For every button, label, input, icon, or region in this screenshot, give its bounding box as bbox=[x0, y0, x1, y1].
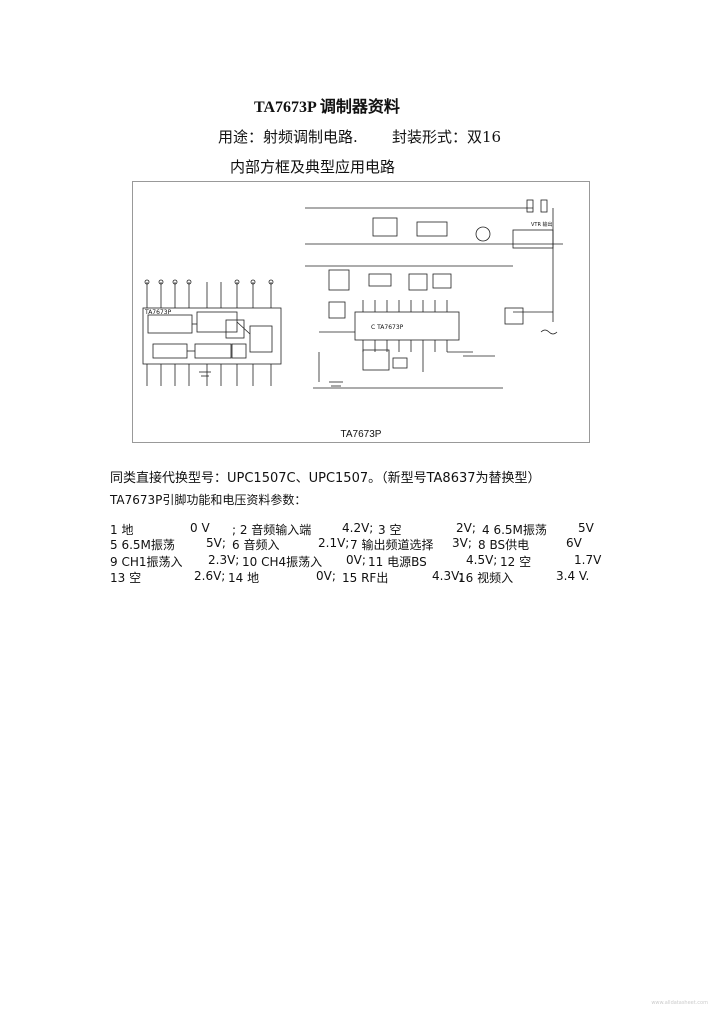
pin-8-value: 6V bbox=[566, 536, 582, 550]
ic-label: C TA7673P bbox=[371, 324, 404, 331]
block-diagram-outline bbox=[142, 307, 282, 365]
figure-caption: TA7673P bbox=[340, 429, 382, 440]
equivalent-models: 同类直接代换型号：UPC1507C、UPC1507。（新型号TA8637为替换型… bbox=[110, 471, 541, 486]
pin-9-label: 9 CH1振荡入 bbox=[110, 555, 183, 569]
pin-3-value: 2V; bbox=[456, 521, 476, 535]
circuit-diagram: TA7673P bbox=[142, 199, 563, 389]
pin-11-label: 11 电源BS bbox=[368, 555, 427, 569]
pin-6-label: 6 音频入 bbox=[232, 538, 280, 552]
pin-15-value: 4.3V; bbox=[432, 569, 464, 583]
block-rf-amp bbox=[249, 325, 273, 353]
pin-5-value: 5V; bbox=[206, 536, 226, 550]
block-video-clamp bbox=[147, 314, 193, 334]
pin-4-value: 5V bbox=[578, 521, 594, 535]
ic-body bbox=[354, 311, 460, 341]
pin-10-label: 10 CH4振荡入 bbox=[242, 555, 323, 569]
circuit-figure: TA7673P bbox=[132, 181, 590, 443]
pin-12-value: 1.7V bbox=[574, 553, 602, 567]
pin-9-value: 2.3V; bbox=[208, 553, 240, 567]
pin-16-label: 16 视频入 bbox=[458, 571, 514, 585]
block-diagram-title: TA7673P bbox=[144, 309, 172, 316]
package-line: 封装形式：双16 bbox=[392, 128, 502, 146]
pin-10-value: 0V; bbox=[346, 553, 366, 567]
figure-heading: 内部方框及典型应用电路 bbox=[230, 158, 396, 176]
pin-6-value: 2.1V; bbox=[318, 536, 350, 550]
pin-11-value: 4.5V; bbox=[466, 553, 498, 567]
pin-14-value: 0V; bbox=[316, 569, 336, 583]
block-rf-mod bbox=[225, 319, 245, 339]
block-audio-mod bbox=[194, 343, 232, 359]
pin-2-label: ; 2 音频输入端 bbox=[232, 523, 312, 537]
watermark: www.alldatasheet.com bbox=[651, 1000, 708, 1006]
pin-table-heading: TA7673P引脚功能和电压资料参数： bbox=[110, 493, 307, 507]
pin-1-value: 0 V bbox=[190, 521, 210, 535]
usage-line: 用途：射频调制电路. bbox=[218, 128, 358, 146]
pin-12-label: 12 空 bbox=[500, 555, 532, 569]
block-if-osc bbox=[196, 311, 238, 333]
application-circuit bbox=[305, 199, 563, 389]
pin-13-value: 2.6V; bbox=[194, 569, 226, 583]
pin-14-label: 14 地 bbox=[228, 571, 260, 585]
pin-4-label: 4 6.5M振荡 bbox=[482, 523, 547, 537]
block-diagram bbox=[142, 279, 282, 386]
pin-8-label: 8 BS供电 bbox=[478, 538, 530, 552]
pin-7-label: 7 输出频道选择 bbox=[350, 538, 434, 552]
rf-output-label: VTR 输出 bbox=[531, 221, 553, 228]
block-audio bbox=[152, 343, 188, 359]
block-osc bbox=[231, 343, 247, 359]
pin-2-value: 4.2V; bbox=[342, 521, 374, 535]
page-title: TA7673P 调制器资料 bbox=[254, 99, 400, 116]
pin-15-label: 15 RF出 bbox=[342, 571, 389, 585]
pin-3-label: 3 空 bbox=[378, 523, 402, 537]
pin-5-label: 5 6.5M振荡 bbox=[110, 538, 175, 552]
pin-1-label: 1 地 bbox=[110, 523, 134, 537]
pin-7-value: 3V; bbox=[452, 536, 472, 550]
pin-13-label: 13 空 bbox=[110, 571, 142, 585]
pin-16-value: 3.4 V. bbox=[556, 569, 590, 583]
